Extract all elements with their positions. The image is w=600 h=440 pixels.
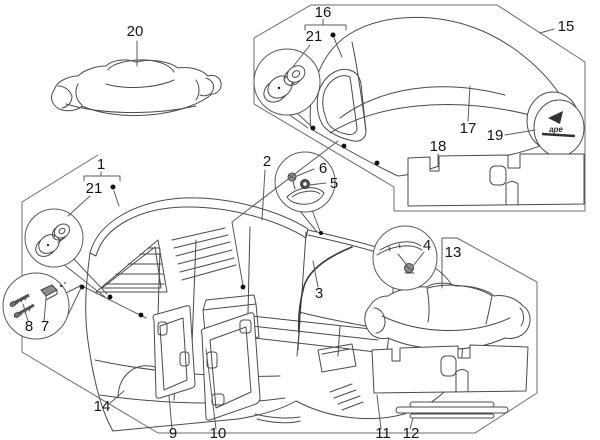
grommet-icon (35, 223, 71, 257)
callout-8: 8 (25, 318, 33, 335)
callout-labels: 20 16 21 15 17 19 18 1 21 2 6 5 3 4 13 8… (25, 4, 575, 440)
callout-10: 10 (210, 425, 227, 440)
callout-13: 13 (445, 244, 462, 261)
callout-16: 16 (315, 4, 332, 21)
canopy-hood (309, 16, 570, 177)
brand-badge-flag (548, 111, 563, 124)
part-20-cowl (51, 59, 222, 117)
callout-3: 3 (315, 285, 323, 302)
brand-badge-bar (541, 132, 576, 138)
callout-19: 19 (487, 127, 504, 144)
callout-5: 5 (330, 175, 338, 192)
callout-7: 7 (41, 318, 49, 335)
callout-9: 9 (169, 425, 177, 440)
panel-11-liner (371, 344, 529, 394)
callout-6: 6 (319, 160, 327, 177)
callout-18: 18 (430, 138, 447, 155)
inset-screws-8-7 (2, 272, 82, 340)
callout-11: 11 (375, 425, 391, 440)
callout-15: 15 (558, 18, 575, 35)
inset-screw-4 (372, 225, 438, 291)
enclosure-canopy-box (253, 4, 586, 212)
callout-4: 4 (423, 237, 431, 254)
part-13-cowl (364, 282, 531, 350)
inset-body-grommet (24, 208, 108, 298)
roof-panel (89, 197, 309, 257)
enclosure-main-box (21, 154, 538, 434)
panel-9-side-curtain (152, 305, 196, 399)
strip-12-molding (395, 401, 509, 419)
canopy-rear-window (316, 68, 367, 142)
callout-17: 17 (460, 120, 477, 137)
clip-7-icon (40, 282, 66, 301)
grommet-icon (263, 65, 306, 103)
callout-14: 14 (94, 398, 111, 415)
callout-21-top: 21 (306, 28, 323, 45)
screw-8-icon (9, 293, 35, 318)
callout-12: 12 (403, 425, 420, 440)
spare-wheel-cover: ape (526, 91, 585, 157)
canopy-strap (297, 246, 353, 334)
callout-1: 1 (97, 156, 105, 173)
callout-2: 2 (263, 153, 271, 170)
callout-20: 20 (127, 23, 144, 40)
brand-badge-text: ape (549, 125, 563, 134)
callout-21-left: 21 (86, 180, 103, 197)
rear-louver-window (95, 239, 168, 293)
inset-canopy-grommet (253, 48, 321, 129)
leader-lines (22, 18, 555, 430)
panel-10-side-curtain (200, 312, 261, 421)
panel-18-liner (407, 153, 585, 207)
